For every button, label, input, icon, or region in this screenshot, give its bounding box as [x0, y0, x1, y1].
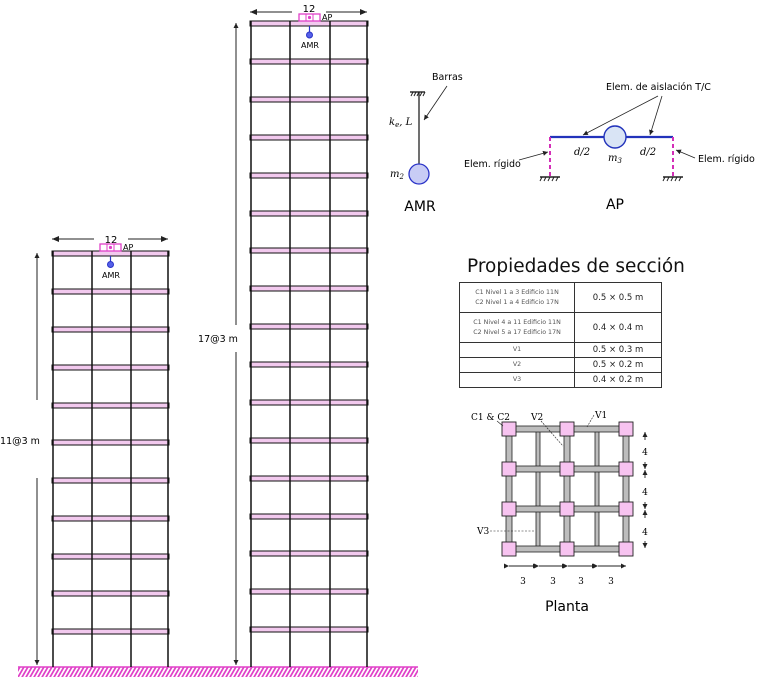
plan-v2-label: V2	[530, 413, 543, 423]
element-name: V1	[459, 342, 575, 358]
building-11-amr-label: AMR	[102, 271, 120, 280]
amr-detail: Barras ke, L m2 AMR	[389, 72, 463, 215]
plan-y-span-1: 4	[642, 448, 648, 458]
building-11-width-label: 12	[105, 235, 118, 246]
building-11-columns	[52, 251, 169, 667]
plan-v1-label: V1	[594, 411, 607, 421]
table-row: V3 0.4 × 0.2 m	[459, 372, 662, 388]
building-11-height-label: 11@3 m	[0, 436, 40, 447]
ap-rigid-left-label: Elem. rígido	[464, 159, 521, 170]
table-row: C1 Nivel 4 a 11 Edificio 11N C2 Nivel 5 a…	[459, 312, 662, 343]
table-row: V2 0.5 × 0.2 m	[459, 357, 662, 373]
ap-half-right: d/2	[640, 147, 656, 158]
building-17-stories: 12 AP AMR 17@3 m	[198, 4, 369, 667]
section-size: 0.5 × 0.2 m	[574, 357, 662, 373]
building-17-ap-label: AP	[322, 13, 332, 22]
ap-mass-m3-icon	[603, 125, 627, 149]
ap-isolation-label: Elem. de aislación T/C	[606, 82, 711, 93]
section-table-title: Propiedades de sección	[467, 256, 685, 277]
plan-x-span-4: 3	[608, 577, 614, 587]
fixed-support-icon	[410, 91, 426, 97]
element-name: V3	[459, 372, 575, 388]
fixed-support-icon	[539, 176, 560, 182]
table-row: C1 Nivel 1 a 3 Edificio 11N C2 Nivel 1 a …	[459, 282, 662, 313]
element-name: V2	[459, 357, 575, 373]
plan-x-span-2: 3	[550, 577, 556, 587]
ap-device-icon	[298, 13, 321, 22]
section-size: 0.4 × 0.2 m	[574, 372, 662, 388]
ground-hatch	[18, 667, 418, 677]
amr-mass-icon	[107, 261, 114, 268]
amr-bars-label: Barras	[432, 72, 463, 83]
ap-device-icon	[99, 243, 122, 252]
element-name: C2 Nivel 5 a 17 Edificio 17N	[473, 328, 561, 336]
table-row: V1 0.5 × 0.3 m	[459, 342, 662, 358]
plan-columns	[501, 421, 634, 557]
building-17-columns	[250, 21, 368, 667]
plan-y-span-2: 4	[642, 488, 648, 498]
building-17-beams	[249, 20, 369, 633]
fixed-support-icon	[662, 176, 683, 182]
plan-v3-label: V3	[476, 527, 489, 537]
amr-mass-icon	[306, 31, 313, 39]
building-17-amr-label: AMR	[301, 41, 319, 50]
amr-mass-m2-icon	[408, 163, 430, 185]
plan-v2-beams	[505, 428, 630, 550]
building-11-beams	[51, 250, 170, 635]
ap-half-left: d/2	[574, 147, 590, 158]
ap-title: AP	[606, 197, 624, 213]
section-size: 0.5 × 0.5 m	[574, 282, 662, 313]
element-name: C1 Nivel 1 a 3 Edificio 11N	[475, 288, 559, 296]
section-properties-table: C1 Nivel 1 a 3 Edificio 11N C2 Nivel 1 a …	[459, 282, 662, 388]
ap-detail: Elem. de aislación T/C d/2 d/2 m3 Elem. …	[464, 82, 755, 213]
plan-title: Planta	[545, 599, 589, 615]
amr-mass-label: m2	[390, 169, 404, 181]
building-17-height-label: 17@3 m	[198, 334, 238, 345]
element-name: C1 Nivel 4 a 11 Edificio 11N	[473, 318, 561, 326]
ap-mass-label: m3	[608, 153, 622, 165]
amr-stiffness-label: ke, L	[389, 117, 413, 129]
ap-rigid-right-label: Elem. rígido	[698, 154, 755, 165]
plan-x-span-1: 3	[520, 577, 526, 587]
building-11-ap-label: AP	[123, 243, 133, 252]
section-size: 0.5 × 0.3 m	[574, 342, 662, 358]
amr-title: AMR	[404, 199, 436, 215]
plan-y-span-3: 4	[642, 528, 648, 538]
floor-plan: C1 & C2 V2 V1 V3 3 3 3 3 4 4 4 Pl	[471, 411, 648, 615]
element-name: C2 Nivel 1 a 4 Edificio 17N	[475, 298, 559, 306]
section-size: 0.4 × 0.4 m	[574, 312, 662, 343]
plan-x-span-3: 3	[578, 577, 584, 587]
plan-column-label: C1 & C2	[471, 413, 510, 423]
building-17-width-label: 12	[303, 4, 316, 15]
building-11-stories: 12 AP AMR 11@3 m	[0, 235, 170, 667]
